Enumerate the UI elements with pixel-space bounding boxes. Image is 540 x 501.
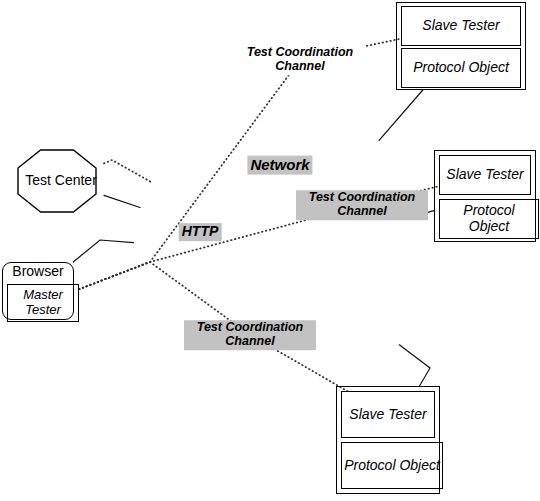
coordination-channel: [79, 186, 439, 289]
network-label: HTTP: [179, 223, 222, 241]
slave-tester-box: Slave Tester: [439, 155, 531, 195]
cloud-shape: [128, 97, 431, 413]
http-loop: [168, 214, 232, 254]
channel-label: Test Coordination Channel: [234, 45, 366, 75]
network-link: [399, 345, 430, 386]
channel-label: Test Coordination Channel: [184, 320, 316, 350]
box-label: Slave Tester: [420, 18, 501, 34]
coordination-channel: [79, 262, 347, 391]
box-label: Browser: [10, 264, 65, 280]
box-label: Slave Tester: [444, 167, 525, 183]
protocol-object-box: Protocol Object: [439, 199, 539, 239]
test-center-octagon: Test Center: [18, 150, 104, 212]
slave-tester-box: Slave Tester: [401, 6, 521, 46]
network-label: Network: [247, 156, 312, 175]
box-label: Master Tester: [8, 288, 78, 317]
box-label: Slave Tester: [347, 407, 428, 423]
box-label: Protocol Object: [342, 458, 442, 474]
coordination-channel: [104, 160, 150, 182]
slave-station-box: Slave TesterProtocol Object: [396, 2, 526, 90]
network-link: [104, 195, 140, 207]
network-cloud: NetworkHTTP: [125, 92, 435, 417]
box-label: Test Center: [23, 173, 99, 189]
slave-tester-box: Slave Tester: [341, 391, 435, 438]
coordination-channel: [79, 39, 401, 290]
network-link: [73, 240, 133, 262]
master-tester-box: Master Tester: [7, 284, 79, 322]
browser-box: BrowserMaster Tester: [2, 262, 74, 320]
protocol-object-box: Protocol Object: [341, 442, 443, 489]
slave-station-box: Slave TesterProtocol Object: [336, 386, 440, 494]
box-label: Protocol Object: [440, 203, 538, 234]
cloud-outline: [125, 92, 435, 417]
slave-station-box: Slave TesterProtocol Object: [434, 150, 536, 242]
network-link: [379, 90, 423, 140]
protocol-object-box: Protocol Object: [401, 48, 521, 88]
channel-label: Test Coordination Channel: [296, 190, 428, 220]
box-label: Protocol Object: [411, 60, 511, 76]
